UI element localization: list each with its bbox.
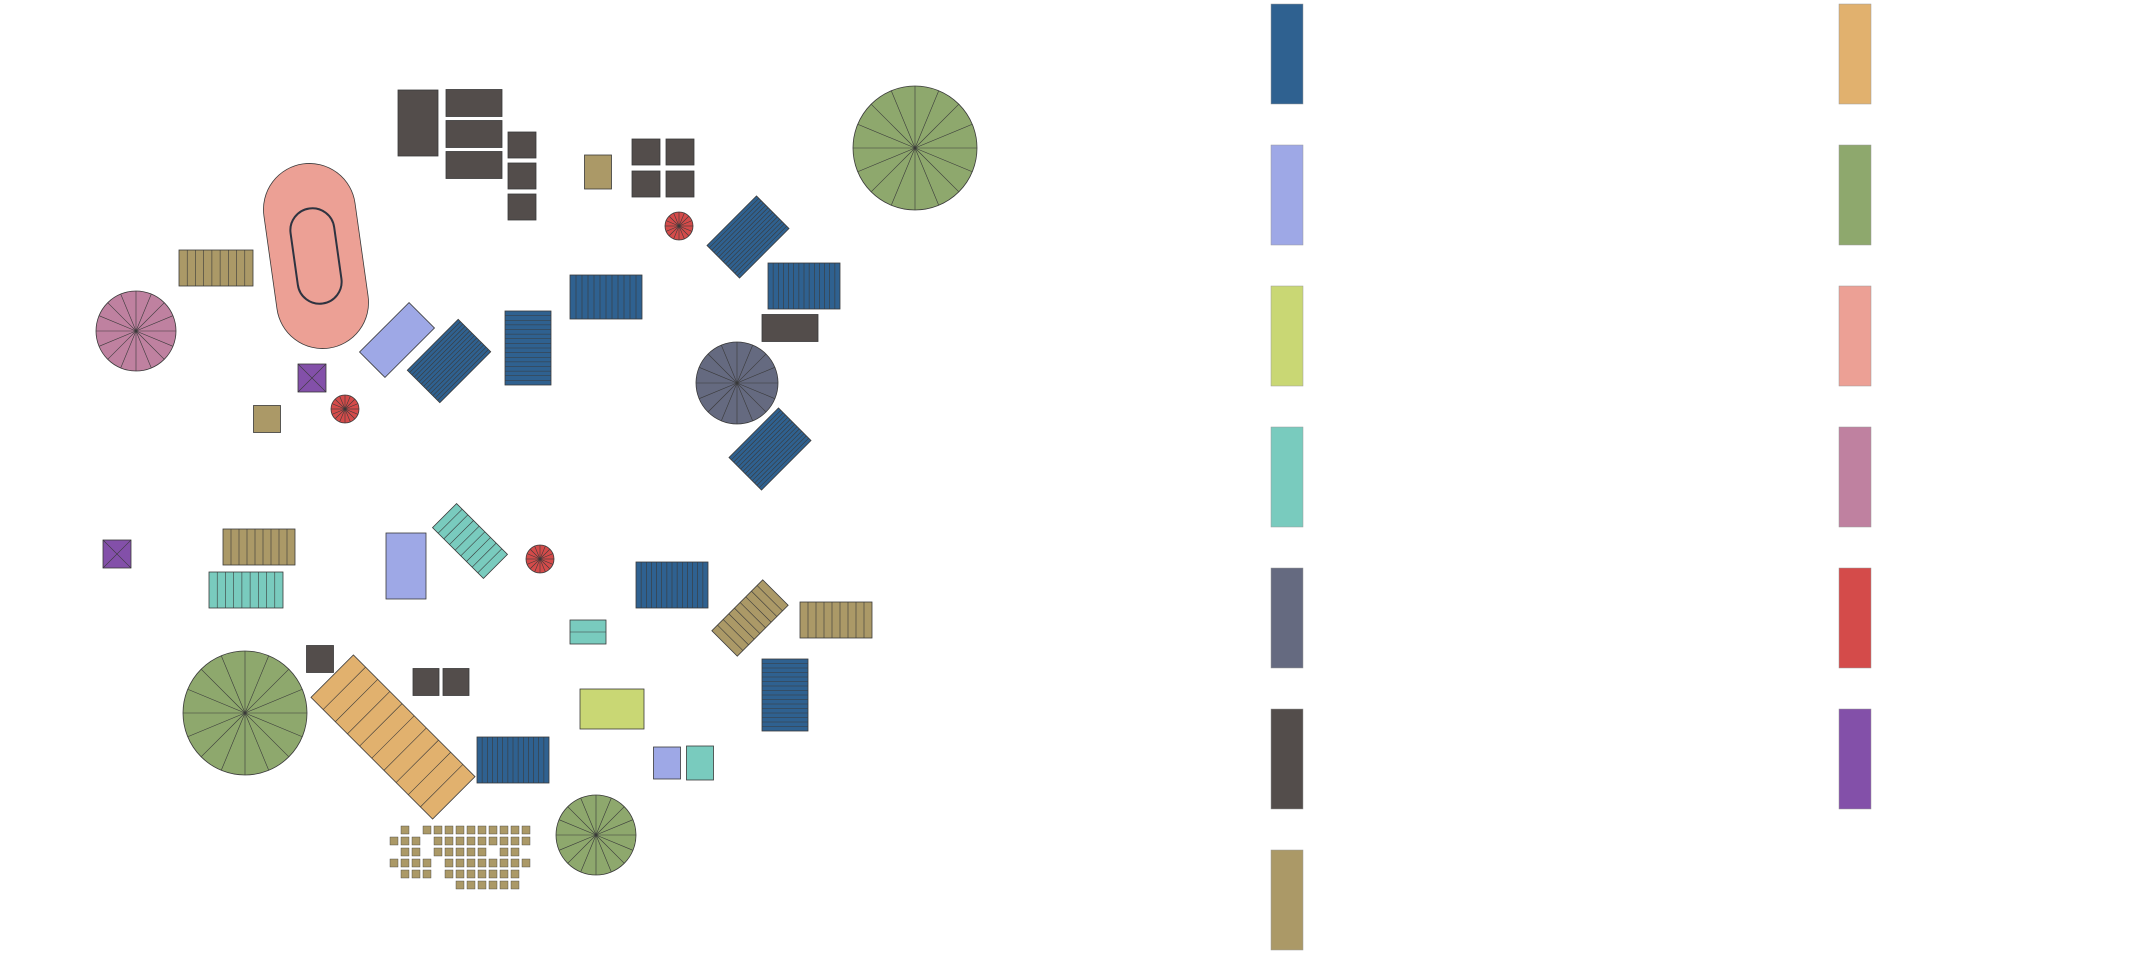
- charcoal-block-2: [445, 89, 503, 117]
- charcoal-block-13: [306, 645, 334, 673]
- salmon-pill: [263, 163, 369, 349]
- blue-block-8: [761, 658, 809, 732]
- legend-swatch-periwinkle: [1270, 144, 1304, 246]
- charcoal-block-15: [442, 668, 470, 696]
- red-dot-1: [330, 394, 360, 424]
- red-dot-2: [664, 211, 694, 241]
- legend-swatch-slate: [1270, 567, 1304, 669]
- charcoal-block-14: [412, 668, 440, 696]
- sand-bench: [310, 654, 476, 820]
- sage-table-2: [182, 650, 308, 776]
- khaki-bench-4: [799, 601, 873, 639]
- legend-swatch-purple: [1838, 708, 1872, 810]
- charcoal-block-12: [761, 314, 819, 342]
- khaki-seat-grid: [389, 825, 531, 890]
- charcoal-block-10: [631, 170, 661, 198]
- charcoal-block-6: [507, 162, 537, 190]
- sage-table-3: [555, 794, 637, 876]
- teal-bench-1: [208, 571, 284, 609]
- khaki-square-1: [253, 405, 281, 433]
- charcoal-block-7: [507, 193, 537, 221]
- charcoal-block-11: [665, 170, 695, 198]
- mauve-table: [95, 290, 177, 372]
- khaki-bench-3: [711, 579, 789, 657]
- blue-block-4: [706, 195, 790, 279]
- teal-bench-2: [431, 502, 509, 580]
- legend-swatch-khaki: [1270, 849, 1304, 951]
- charcoal-block-4: [445, 151, 503, 179]
- legend-swatch-blue: [1270, 3, 1304, 105]
- charcoal-block-5: [507, 131, 537, 159]
- legend-swatch-sage: [1838, 144, 1872, 246]
- teal-block-4: [686, 745, 714, 781]
- charcoal-block-9: [665, 138, 695, 166]
- blue-block-2: [504, 310, 552, 386]
- blue-block-9: [476, 736, 550, 784]
- periwinkle-block-3: [653, 746, 681, 780]
- legend-swatch-salmon: [1838, 285, 1872, 387]
- legend-swatch-lime: [1270, 285, 1304, 387]
- slate-table: [695, 341, 779, 425]
- khaki-square-2: [584, 154, 612, 190]
- blue-block-3: [569, 274, 643, 320]
- khaki-bench-2: [222, 528, 296, 566]
- legend-swatch-sand: [1838, 3, 1872, 105]
- charcoal-block-3: [445, 120, 503, 148]
- lime-block: [579, 688, 645, 730]
- purple-square-1: [297, 363, 327, 393]
- blue-block-6: [728, 407, 812, 491]
- legend-swatch-mauve: [1838, 426, 1872, 528]
- periwinkle-block-2: [385, 532, 427, 600]
- teal-block-3: [569, 619, 607, 645]
- blue-block-5: [767, 262, 841, 310]
- khaki-bench-1: [178, 249, 254, 287]
- red-dot-3: [525, 544, 555, 574]
- legend-swatch-charcoal: [1270, 708, 1304, 810]
- sage-table-1: [852, 85, 978, 211]
- blue-block-7: [635, 561, 709, 609]
- periwinkle-block-1: [358, 301, 436, 379]
- legend-swatch-teal: [1270, 426, 1304, 528]
- charcoal-block-8: [631, 138, 661, 166]
- purple-square-2: [102, 539, 132, 569]
- charcoal-block-1: [397, 89, 439, 157]
- legend-swatch-red: [1838, 567, 1872, 669]
- blue-block-1: [406, 318, 492, 404]
